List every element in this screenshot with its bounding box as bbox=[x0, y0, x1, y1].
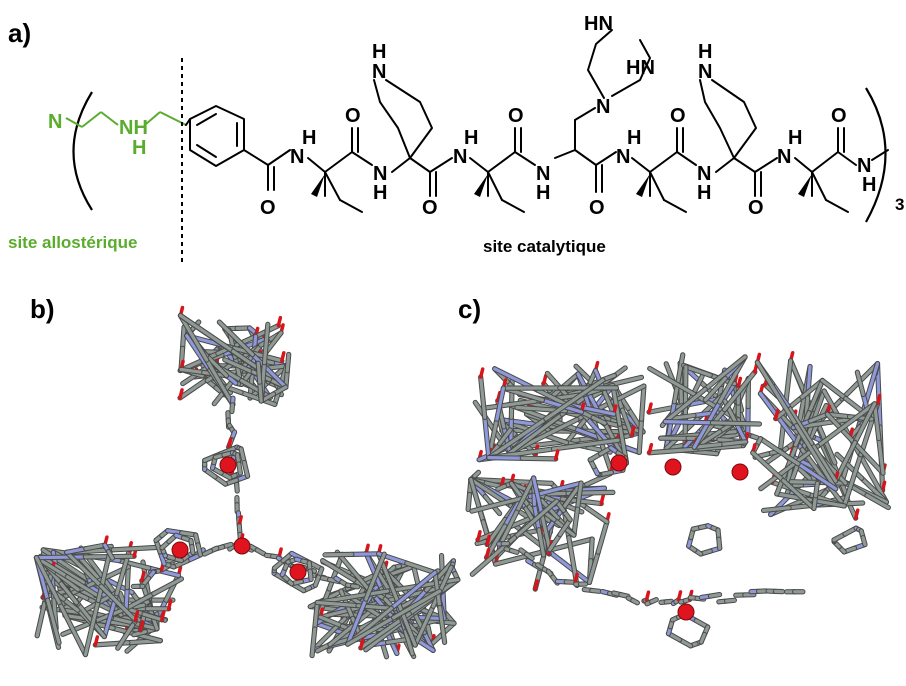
atom-o-2: O bbox=[345, 105, 361, 127]
atom-n-piperazine: N bbox=[596, 96, 610, 118]
atom-h-4: H bbox=[536, 182, 550, 204]
allosteric-nh-atom: NH bbox=[119, 117, 148, 139]
atom-n-pip2: N bbox=[698, 61, 712, 83]
atom-n-6: N bbox=[697, 163, 711, 185]
allosteric-h-atom: H bbox=[132, 137, 146, 159]
panel-c: c) bbox=[458, 294, 891, 649]
wedge-bonds bbox=[311, 174, 812, 197]
peptide-skeleton bbox=[185, 29, 889, 213]
left-parenthesis bbox=[72, 91, 93, 211]
atom-h-pip1: H bbox=[372, 41, 386, 63]
repeat-subscript: 3 bbox=[895, 195, 904, 214]
atom-o-8: O bbox=[831, 105, 847, 127]
atom-hn-piperazine-2: HN bbox=[626, 57, 655, 79]
caption-catalytic-site: site catalytique bbox=[483, 237, 606, 256]
atom-o-4: O bbox=[508, 105, 524, 127]
atom-hn-piperazine: HN bbox=[584, 13, 613, 35]
panel-a-label: a) bbox=[8, 18, 31, 48]
molecular-model-top-view bbox=[33, 305, 461, 660]
atom-o-6: O bbox=[670, 105, 686, 127]
atom-h-2: H bbox=[373, 182, 387, 204]
atom-n-3: N bbox=[453, 146, 467, 168]
atom-o-1: O bbox=[260, 197, 276, 219]
panel-b: b) bbox=[30, 294, 461, 660]
atom-o-3: O bbox=[422, 197, 438, 219]
atom-h-6: H bbox=[697, 182, 711, 204]
right-parenthesis bbox=[865, 87, 887, 223]
atom-n-8: N bbox=[857, 155, 871, 177]
atom-h-1: H bbox=[302, 127, 316, 149]
molecular-model-side-view bbox=[465, 351, 891, 649]
panel-c-label: c) bbox=[458, 294, 481, 324]
atom-h-3: H bbox=[464, 127, 478, 149]
atom-o-5: O bbox=[589, 197, 605, 219]
atom-h-7: H bbox=[788, 127, 802, 149]
allosteric-n-atom: N bbox=[48, 111, 62, 133]
panel-a: a) 3 N NH H bbox=[8, 13, 904, 262]
atom-n-5: N bbox=[616, 146, 630, 168]
panel-b-label: b) bbox=[30, 294, 55, 324]
atom-n-1: N bbox=[290, 146, 304, 168]
atom-n-2: N bbox=[373, 163, 387, 185]
atom-n-4: N bbox=[536, 163, 550, 185]
atom-h-8: H bbox=[862, 174, 876, 196]
atom-n-pip1: N bbox=[372, 61, 386, 83]
atom-n-7: N bbox=[777, 146, 791, 168]
allosteric-linker bbox=[65, 111, 187, 128]
atom-h-pip2: H bbox=[698, 41, 712, 63]
caption-allosteric-site: site allostérique bbox=[8, 233, 137, 252]
atom-labels: O N H O N H H N O N H O N H HN HN N O N … bbox=[260, 13, 876, 219]
atom-h-5: H bbox=[627, 127, 641, 149]
atom-o-7: O bbox=[748, 197, 764, 219]
